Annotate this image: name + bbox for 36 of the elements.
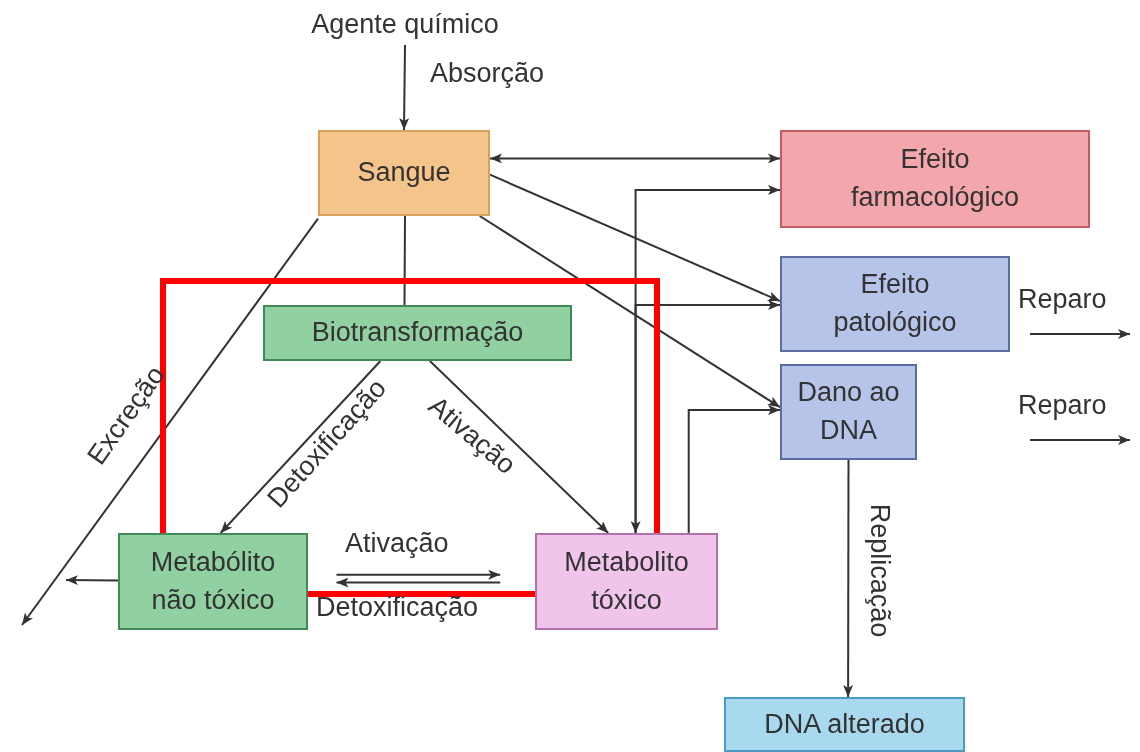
edge-label: Absorção bbox=[430, 58, 545, 89]
edge-label: Replicação bbox=[864, 503, 896, 638]
process-box bbox=[780, 130, 1090, 228]
node-text: Agente químico bbox=[275, 5, 535, 45]
box-label: Sangue bbox=[357, 156, 451, 190]
process-box bbox=[780, 256, 1010, 352]
box-label: Metabolito tóxico bbox=[563, 545, 690, 617]
arrow bbox=[21, 217, 319, 626]
process-box bbox=[263, 305, 572, 361]
box-label: Efeito patológico bbox=[832, 268, 958, 339]
process-box bbox=[780, 364, 917, 460]
note-text: Reparo bbox=[1018, 390, 1107, 421]
process-box bbox=[118, 533, 308, 630]
box-label: Biotransformação bbox=[311, 316, 524, 350]
arrow bbox=[489, 173, 781, 303]
process-box bbox=[318, 130, 490, 216]
arrow bbox=[478, 215, 781, 409]
process-box bbox=[535, 533, 718, 630]
box-label: Metabólito não tóxico bbox=[149, 545, 277, 617]
arrow bbox=[219, 360, 382, 534]
arrow bbox=[843, 459, 854, 698]
box-label: Dano ao DNA bbox=[796, 376, 901, 447]
box-label: DNA alterado bbox=[764, 707, 925, 741]
arrow bbox=[634, 300, 781, 534]
arrow bbox=[687, 405, 781, 534]
arrow bbox=[65, 575, 119, 586]
arrow bbox=[428, 360, 610, 534]
arrow bbox=[399, 44, 410, 131]
box-label: Efeito farmacológico bbox=[849, 143, 1021, 214]
edge-label: Ativação bbox=[345, 528, 449, 559]
note-text: Reparo bbox=[1018, 284, 1107, 315]
arrow bbox=[335, 569, 502, 580]
edge-label: Detoxificação bbox=[316, 592, 479, 623]
arrow bbox=[489, 153, 781, 164]
arrow bbox=[335, 577, 502, 588]
process-box bbox=[724, 697, 965, 752]
